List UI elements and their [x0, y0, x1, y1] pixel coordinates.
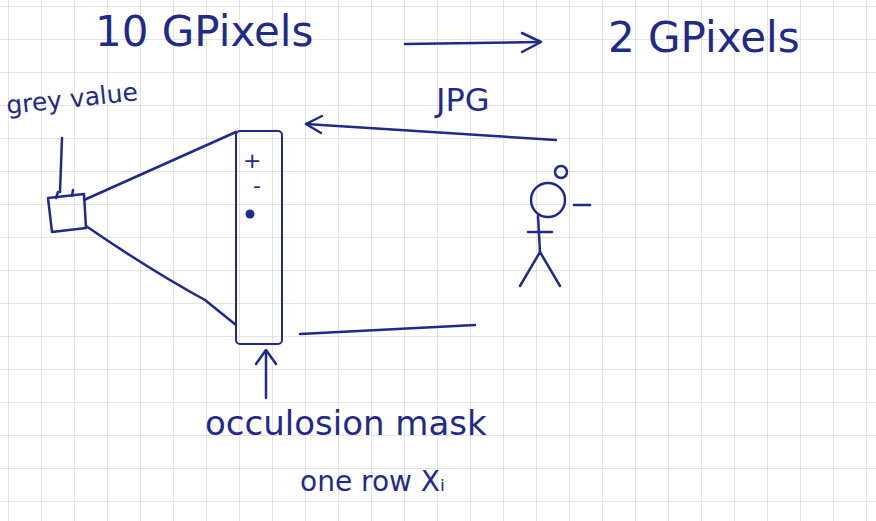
mask-mark: - — [253, 173, 261, 198]
view-frustum-line — [84, 132, 236, 200]
pixel-count-label: 2 GPixels — [608, 14, 800, 62]
person-head — [531, 183, 565, 217]
person-detail — [574, 204, 590, 207]
pointer-arrow-head — [256, 350, 276, 364]
conversion-arrow — [405, 42, 540, 44]
camera-box — [48, 194, 86, 232]
mask-dot — [246, 210, 255, 219]
conversion-arrow-head — [522, 33, 541, 52]
leader-line — [60, 138, 62, 192]
person-body — [538, 216, 540, 252]
camera-box-tabs — [56, 190, 73, 198]
jpg-arrow — [306, 124, 556, 140]
person-detail — [555, 166, 567, 178]
occlusion-mask-label: occulosion mask — [205, 404, 487, 443]
pointer-arrow — [265, 352, 268, 398]
view-frustum-line — [86, 226, 236, 325]
jpg-arrow-head — [306, 116, 322, 133]
row-label: one row Xᵢ — [300, 466, 445, 498]
view-line — [300, 325, 475, 334]
person-arms — [528, 231, 552, 234]
person-legs — [520, 252, 560, 286]
mask-mark: + — [243, 148, 261, 173]
format-label: JPG — [436, 82, 490, 119]
pixel-count-label: 10 GPixels — [95, 8, 313, 56]
occlusion-mask-box: +- — [235, 130, 283, 345]
